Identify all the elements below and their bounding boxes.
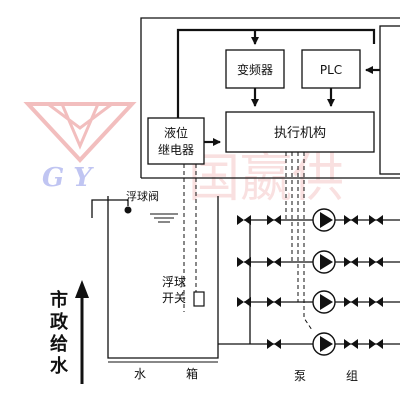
pump-icon-3 <box>312 290 336 314</box>
level-relay-label-2: 继电器 <box>158 143 194 157</box>
level-relay-box <box>147 117 205 165</box>
svg-text:给: 给 <box>50 333 68 355</box>
watermark-company: 国嬴供 <box>188 149 344 209</box>
float-valve-pipe <box>91 199 129 218</box>
pump-group-label-right: 组 <box>346 369 358 383</box>
plc-label: PLC <box>320 63 342 77</box>
pump-group-label-left: 泵 <box>294 369 306 383</box>
inverter-label: 变频器 <box>237 62 273 77</box>
pump-icon-1 <box>312 208 336 232</box>
tank-label-right: 箱 <box>186 366 198 381</box>
float-valve-icon <box>124 206 132 214</box>
pump-icon-4 <box>312 332 336 356</box>
pump-icon-2 <box>312 250 336 274</box>
svg-text:政: 政 <box>50 311 69 333</box>
right-unit-box <box>379 25 400 175</box>
control-lines <box>176 28 380 146</box>
level-relay-label-1: 液位 <box>164 125 188 140</box>
float-switch-icon <box>193 291 205 307</box>
actuator-box <box>225 111 375 153</box>
float-switch-label-2: 开关 <box>162 291 186 305</box>
tank-label-left: 水 <box>134 367 146 381</box>
water-tank <box>107 196 219 359</box>
svg-text:市: 市 <box>50 289 68 311</box>
float-valve-label: 浮球阀 <box>126 189 159 203</box>
svg-text:水: 水 <box>50 355 69 377</box>
inverter-box <box>225 49 285 89</box>
actuator-label: 执行机构 <box>274 126 326 141</box>
watermark-letters: G Y <box>42 163 94 193</box>
float-switch-label-1: 浮球 <box>162 275 186 289</box>
watermark-logo: G Y 国嬴供 <box>23 102 344 209</box>
plc-box <box>301 49 361 89</box>
municipal-supply-arrow <box>75 280 89 384</box>
diamond-logo-icon <box>23 102 137 163</box>
water-level-mark <box>150 213 178 223</box>
pump-group <box>218 208 400 356</box>
municipal-supply-label: 市 政 给 水 <box>50 289 69 377</box>
control-cabinet-border <box>140 17 400 178</box>
